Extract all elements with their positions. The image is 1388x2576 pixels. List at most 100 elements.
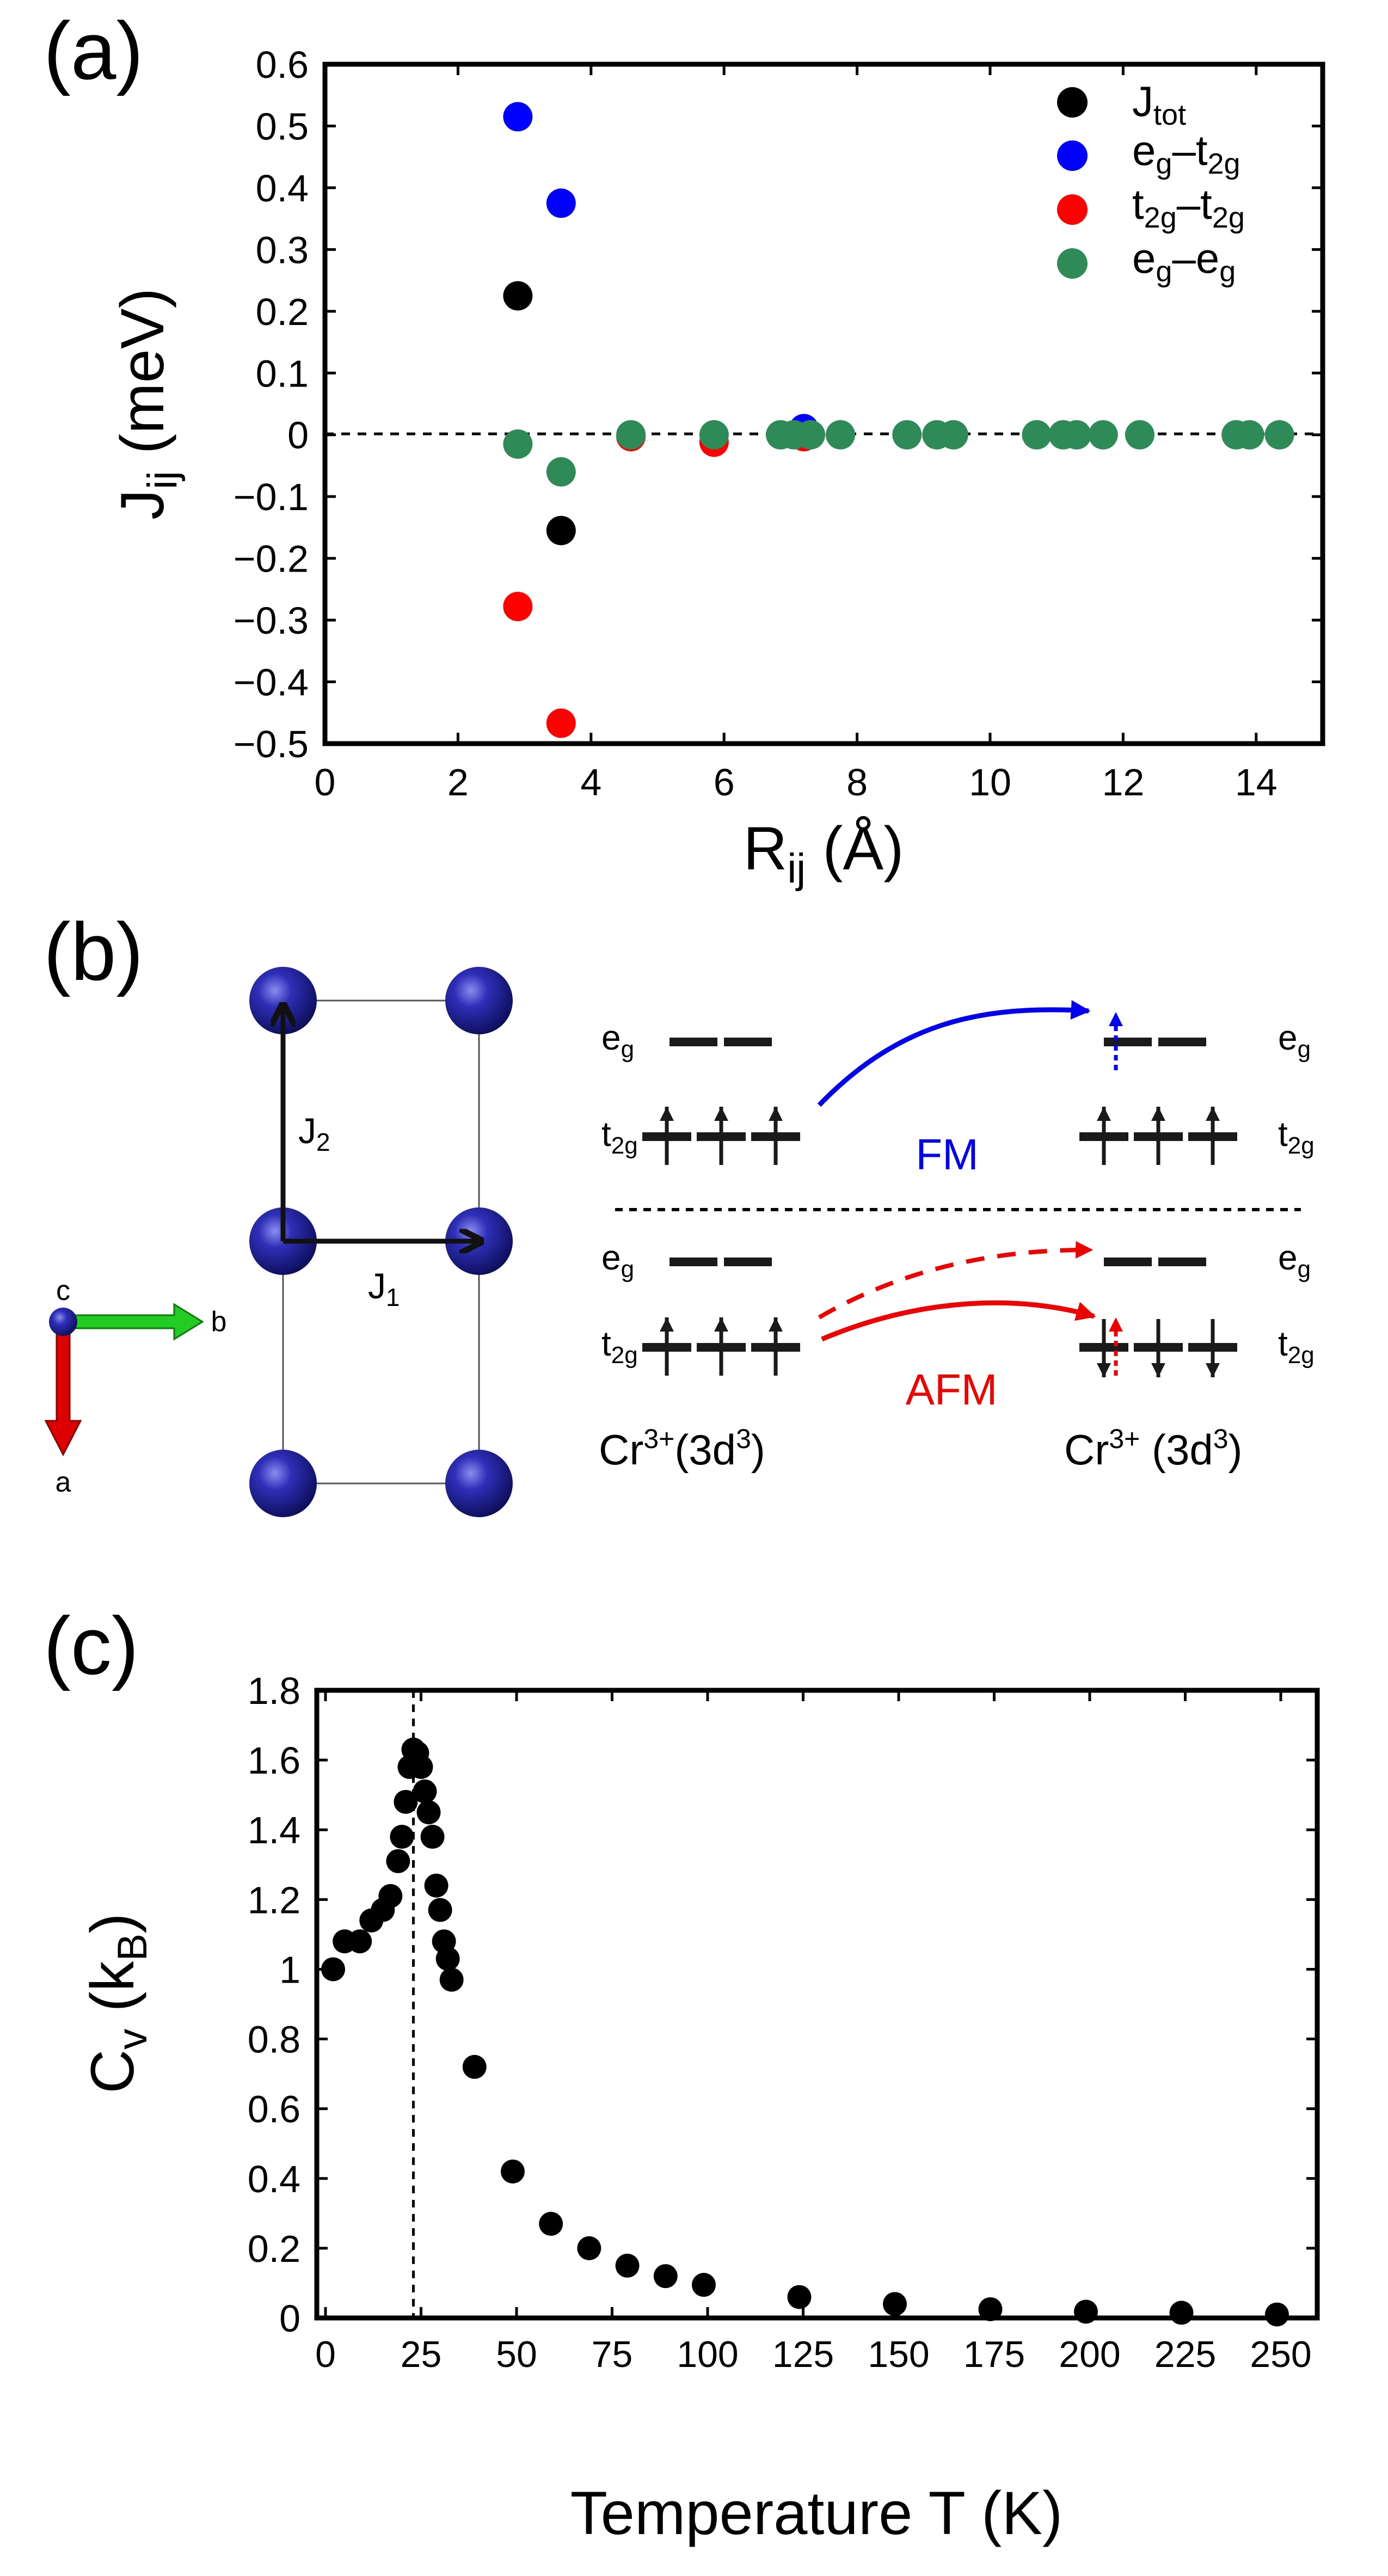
data-point bbox=[539, 2212, 563, 2236]
data-point-eg-eg bbox=[616, 420, 646, 450]
x-tick-label: 225 bbox=[1154, 2334, 1216, 2375]
panel-c-points bbox=[321, 1737, 1289, 2327]
spin-arrowhead bbox=[1151, 1363, 1165, 1377]
y-tick-label: 0 bbox=[279, 2297, 300, 2340]
spin-arrowhead bbox=[769, 1317, 783, 1332]
y-tick-label: 1 bbox=[279, 1948, 300, 1991]
data-point bbox=[386, 1849, 410, 1873]
data-point bbox=[348, 1929, 372, 1954]
data-point bbox=[409, 1755, 433, 1779]
data-point bbox=[439, 1967, 464, 1992]
data-point bbox=[882, 2292, 907, 2316]
y-tick-label: 0.6 bbox=[248, 2088, 300, 2131]
panel-a-y-ticks: 0.60.50.40.30.20.10−0.1−0.2−0.3−0.4−0.5 bbox=[234, 44, 1323, 765]
legend-marker-t2g-t2g bbox=[1057, 194, 1088, 225]
data-point bbox=[1264, 2302, 1289, 2327]
data-point-eg-eg bbox=[1088, 420, 1118, 450]
orbital-level bbox=[724, 1038, 772, 1046]
panel-a-points bbox=[503, 102, 1294, 738]
orbital-level bbox=[670, 1038, 717, 1046]
spin-arrowhead bbox=[1097, 1363, 1111, 1377]
fm-label: FM bbox=[916, 1130, 979, 1179]
c-axis-ball bbox=[49, 1308, 77, 1336]
x-tick-label: 25 bbox=[401, 2334, 442, 2375]
data-point-eg-eg bbox=[892, 420, 922, 450]
panel-a-plot-frame bbox=[322, 62, 1325, 746]
afm-hopping-arrow bbox=[821, 1300, 1096, 1342]
y-tick-label: 0.8 bbox=[248, 2019, 300, 2061]
spin-arrowhead bbox=[1151, 1107, 1165, 1121]
x-tick-label: 0 bbox=[315, 2334, 336, 2375]
t2g-label-bottom-right: t2g bbox=[1278, 1324, 1315, 1369]
data-point bbox=[390, 1825, 414, 1849]
panel-b: (b) bbox=[44, 906, 1315, 1517]
x-tick-label: 125 bbox=[772, 2334, 834, 2375]
y-tick-label: −0.2 bbox=[234, 538, 309, 580]
spin-arrowhead bbox=[714, 1317, 728, 1332]
y-tick-label: 0.5 bbox=[256, 105, 309, 148]
panel-c-plot-frame bbox=[314, 1688, 1320, 2321]
data-point-eg-eg bbox=[938, 420, 968, 450]
axis-a-label: a bbox=[56, 1467, 71, 1498]
data-point bbox=[420, 1825, 445, 1849]
data-point bbox=[394, 1789, 418, 1814]
t2g-label-top-right: t2g bbox=[1278, 1114, 1315, 1159]
panel-c-label: (c) bbox=[44, 1600, 139, 1691]
panel-c-x-label: Temperature T (K) bbox=[570, 2479, 1063, 2547]
y-tick-label: 0.4 bbox=[256, 167, 309, 210]
data-point-eg-eg bbox=[1061, 420, 1091, 450]
legend-marker-eg-eg bbox=[1057, 248, 1088, 279]
orbital-level bbox=[1158, 1258, 1206, 1266]
orbital-level bbox=[1104, 1258, 1152, 1266]
spin-arrowhead bbox=[1109, 1317, 1123, 1332]
panel-a-x-label: Rij (Å) bbox=[743, 814, 904, 892]
eg-label-top-left: eg bbox=[601, 1018, 634, 1063]
data-point-eg-eg bbox=[1235, 420, 1264, 450]
x-tick-label: 4 bbox=[580, 761, 601, 804]
data-point-eg-eg bbox=[1264, 420, 1294, 450]
x-tick-label: 0 bbox=[315, 761, 336, 804]
y-tick-label: −0.4 bbox=[234, 661, 309, 704]
y-tick-label: 0.2 bbox=[256, 291, 309, 333]
y-tick-label: −0.3 bbox=[234, 599, 309, 642]
data-point bbox=[378, 1884, 403, 1908]
axis-c-label: c bbox=[56, 1275, 70, 1307]
panel-a-y-label: Jij (meV) bbox=[108, 288, 186, 520]
data-point bbox=[978, 2297, 1003, 2321]
spin-arrowhead bbox=[714, 1107, 728, 1121]
panel-c-y-ticks: 1.81.61.41.210.80.60.40.20 bbox=[248, 1670, 1317, 2340]
spin-arrowhead bbox=[660, 1107, 674, 1121]
eg-label-bottom-left: eg bbox=[601, 1238, 634, 1283]
data-point bbox=[787, 2285, 812, 2309]
a-axis-arrow bbox=[44, 1321, 82, 1457]
data-point-jtot bbox=[546, 516, 576, 545]
y-tick-label: 0.1 bbox=[256, 352, 309, 395]
spin-arrowhead bbox=[1109, 1012, 1123, 1026]
data-point bbox=[577, 2236, 601, 2260]
panel-c-y-label: Cv (kB) bbox=[78, 1913, 156, 2093]
y-tick-label: 0.3 bbox=[256, 229, 309, 271]
x-tick-label: 12 bbox=[1102, 761, 1144, 804]
data-point bbox=[413, 1779, 437, 1804]
cr-label-right: Cr3+ (3d3) bbox=[1064, 1424, 1243, 1474]
afm-hopping-arrow-dashed bbox=[818, 1241, 1094, 1320]
y-tick-label: 1.4 bbox=[248, 1809, 300, 1851]
data-point-eg-eg bbox=[503, 429, 533, 459]
panel-a-label: (a) bbox=[44, 5, 143, 96]
eg-label-bottom-right: eg bbox=[1278, 1238, 1311, 1283]
x-tick-label: 200 bbox=[1059, 2334, 1120, 2375]
data-point bbox=[462, 2054, 487, 2079]
legend-label-eg-eg: eg–eg bbox=[1132, 234, 1236, 288]
data-point-eg-eg bbox=[1022, 420, 1052, 450]
legend-label-t2g-t2g: t2g–t2g bbox=[1132, 180, 1245, 234]
orbital-level bbox=[1104, 1038, 1152, 1046]
x-tick-label: 175 bbox=[963, 2334, 1025, 2375]
data-point bbox=[435, 1947, 460, 1971]
b-axis-arrow bbox=[63, 1303, 204, 1341]
y-tick-label: 1.6 bbox=[248, 1739, 300, 1782]
